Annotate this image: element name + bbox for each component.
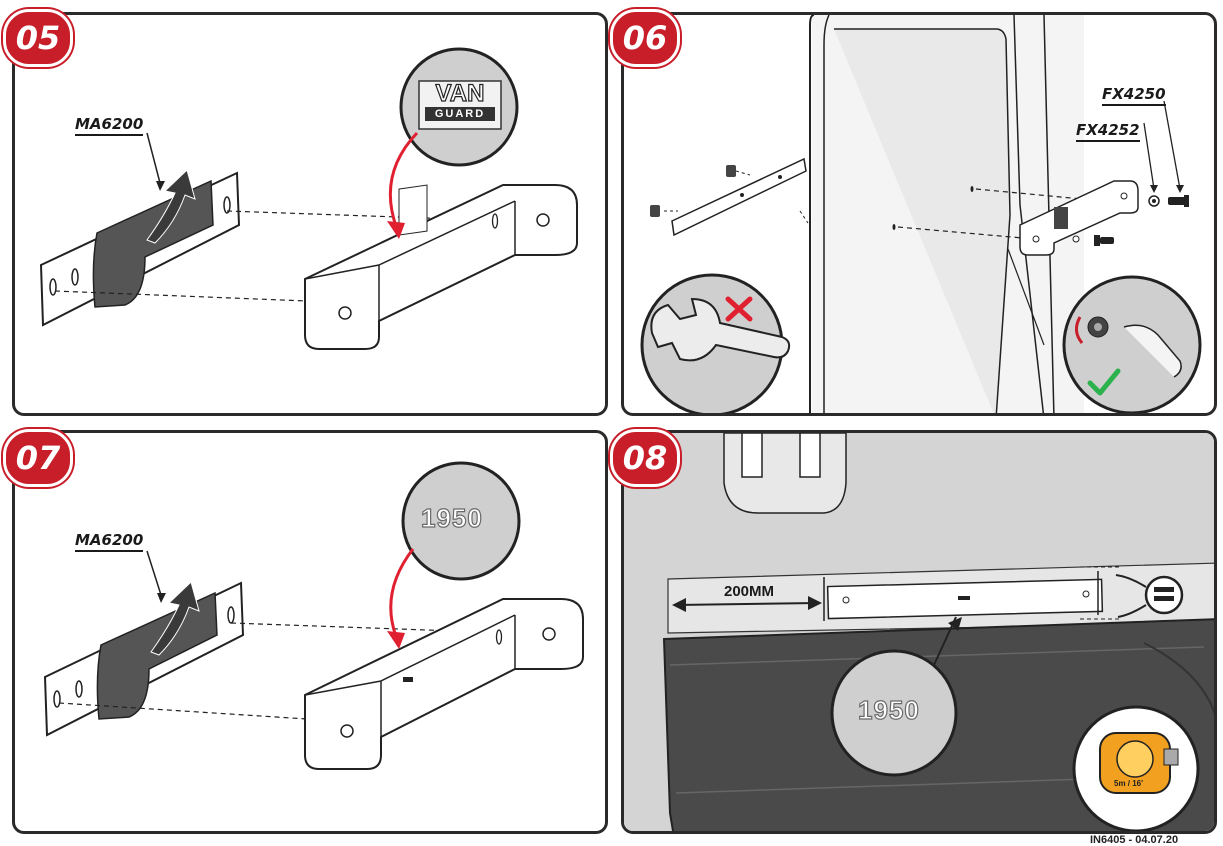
equal-icon — [1154, 596, 1174, 601]
stamped-code: 1950 — [420, 502, 483, 533]
step-07-panel: MA6200 1950 — [12, 430, 608, 834]
code-zoom-circle — [401, 461, 521, 581]
cross-icon — [725, 296, 753, 322]
check-icon — [1087, 368, 1121, 396]
step-07-illustration — [43, 461, 584, 770]
l-bracket — [304, 598, 584, 770]
step-06-illustration — [640, 15, 1202, 413]
red-arrow-icon — [387, 221, 405, 239]
logo-line-guard: GUARD — [425, 107, 495, 121]
logo-line-van: VAN — [435, 80, 485, 107]
part-label-ma6200: MA6200 — [75, 531, 144, 552]
wrench-icon — [650, 297, 791, 362]
peel-arrow-icon — [150, 581, 200, 656]
adhesive-pad — [92, 179, 214, 308]
step-06-panel: FX4250 FX4252 — [621, 12, 1217, 416]
distance-label: 200MM — [724, 583, 775, 600]
hand-icon — [1123, 324, 1182, 378]
peel-arrow-icon — [146, 169, 196, 244]
part-label-fx4250: FX4250 — [1102, 85, 1166, 106]
vanguard-logo: VAN GUARD — [419, 80, 501, 129]
code-zoom-circle — [830, 649, 958, 777]
l-bracket — [304, 184, 578, 350]
stamped-code: 1950 — [857, 694, 920, 725]
part-label-ma6200: MA6200 — [75, 115, 144, 136]
document-reference: IN6405 - 04.07.20 — [1090, 834, 1179, 846]
step-number-08: 08 — [610, 429, 680, 487]
step-number-05: 05 — [3, 9, 73, 67]
step-05-panel: MA6200 VAN GUARD — [12, 12, 608, 416]
step-number-07: 07 — [3, 429, 73, 487]
part-label-fx4252: FX4252 — [1076, 121, 1140, 142]
red-arrow-icon — [387, 631, 405, 649]
adhesive-pad — [96, 591, 218, 720]
step-08-illustration — [624, 433, 1214, 831]
tape-measure-label: 5m / 16' — [1114, 779, 1144, 788]
step-08-panel: 200MM 1950 5m / 16' — [621, 430, 1217, 834]
hand-zoom-circle — [1062, 275, 1202, 413]
step-number-06: 06 — [610, 9, 680, 67]
step-05-illustration — [39, 47, 578, 350]
